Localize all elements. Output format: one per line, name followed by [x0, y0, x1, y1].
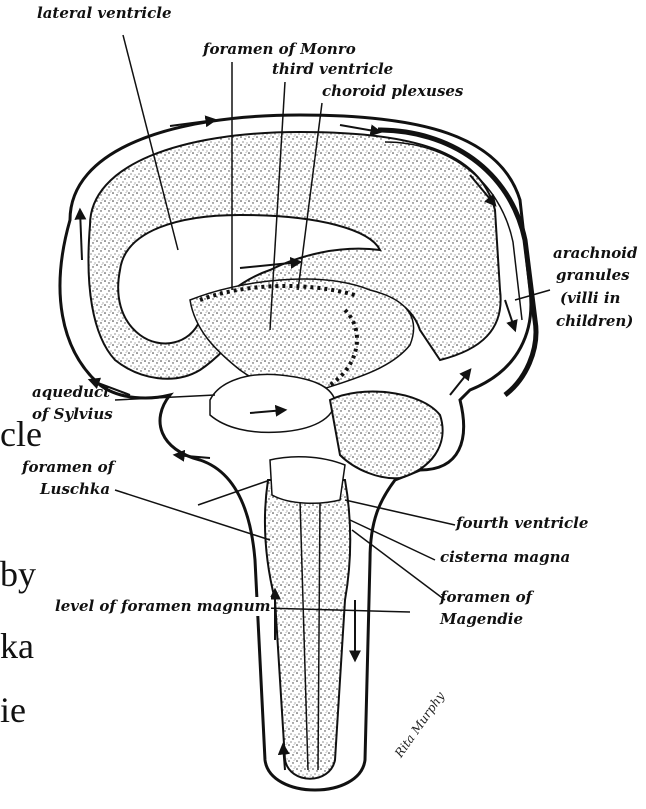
- label-aqueduct-line1: aqueduct: [32, 383, 110, 402]
- label-level-foramen-magnum: level of foramen magnum: [55, 597, 271, 616]
- label-third-ventricle: third ventricle: [272, 60, 393, 79]
- label-arachnoid-line3: (villi in: [560, 289, 620, 308]
- label-foramen-luschka-line2: Luschka: [40, 480, 110, 499]
- fourth-ventricle: [270, 457, 345, 504]
- label-cisterna-magna: cisterna magna: [440, 548, 570, 567]
- label-foramen-luschka-line1: foramen of: [22, 458, 114, 477]
- label-lateral-ventricle: lateral ventricle: [37, 4, 172, 23]
- label-foramen-of-monro: foramen of Monro: [203, 40, 356, 59]
- cerebellum: [330, 392, 443, 479]
- label-fourth-ventricle: fourth ventricle: [456, 514, 588, 533]
- thalamus: [190, 279, 414, 391]
- label-foramen-magendie-line1: foramen of: [440, 588, 532, 607]
- label-foramen-magendie-line2: Magendie: [440, 610, 523, 629]
- label-arachnoid-line2: granules: [556, 266, 630, 285]
- label-choroid-plexuses: choroid plexuses: [322, 82, 463, 101]
- label-arachnoid-line1: arachnoid: [553, 244, 637, 263]
- label-arachnoid-line4: children): [556, 312, 633, 331]
- inner-ventricle: [210, 374, 335, 432]
- label-aqueduct-line2: of Sylvius: [32, 405, 113, 424]
